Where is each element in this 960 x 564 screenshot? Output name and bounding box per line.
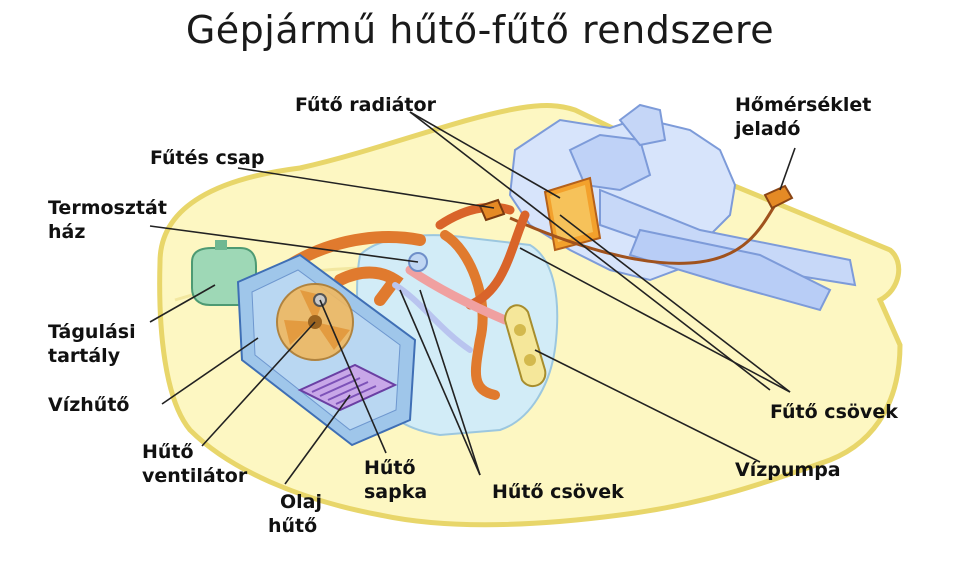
label-text: Hűtő bbox=[142, 441, 194, 463]
water-pump bbox=[503, 304, 547, 388]
label-text: Hőmérséklet bbox=[735, 94, 872, 116]
label-text: Termosztát bbox=[48, 197, 167, 219]
label-tagulasi-tartaly: Tágulási tartály bbox=[48, 320, 136, 368]
label-huto-sapka: Hűtő sapka bbox=[364, 456, 427, 504]
label-text: Vízpumpa bbox=[735, 459, 841, 481]
label-vizpumpa: Vízpumpa bbox=[735, 458, 841, 482]
label-text: Tágulási bbox=[48, 321, 136, 343]
page-title: Gépjármű hűtő-fűtő rendszere bbox=[185, 8, 775, 52]
label-olaj-huto: Olaj hűtő bbox=[268, 490, 322, 538]
label-huto-csovek: Hűtő csövek bbox=[492, 480, 624, 504]
label-huto-ventilator: Hűtő ventilátor bbox=[142, 440, 247, 488]
label-homerseklet-jelado: Hőmérséklet jeladó bbox=[735, 93, 871, 141]
label-text: Fűtő csövek bbox=[770, 401, 898, 423]
label-text: ventilátor bbox=[142, 465, 248, 487]
temp-sender bbox=[763, 184, 794, 210]
label-text: tartály bbox=[48, 345, 121, 367]
label-text: ház bbox=[48, 221, 86, 243]
label-vizhuto: Vízhűtő bbox=[48, 393, 129, 417]
label-text: Fűtő radiátor bbox=[295, 94, 436, 116]
temp-sender-wire bbox=[509, 204, 777, 265]
label-futo-csovek: Fűtő csövek bbox=[770, 400, 898, 424]
leader-lines bbox=[149, 111, 796, 485]
label-text: sapka bbox=[364, 481, 428, 503]
label-futo-radiator: Fűtő radiátor bbox=[295, 93, 436, 117]
label-text: Vízhűtő bbox=[48, 394, 130, 416]
label-futes-csap: Fűtés csap bbox=[150, 146, 264, 170]
label-text: jeladó bbox=[735, 118, 801, 140]
label-text: Hűtő csövek bbox=[492, 481, 624, 503]
label-termosztat-haz: Termosztát ház bbox=[48, 196, 167, 244]
heater-valve bbox=[478, 198, 506, 222]
oil-cooler bbox=[297, 363, 398, 412]
label-text: Olaj bbox=[280, 491, 322, 513]
label-text: hűtő bbox=[268, 515, 318, 537]
label-text: Hűtő bbox=[364, 457, 416, 479]
label-text: Fűtés csap bbox=[150, 147, 265, 169]
